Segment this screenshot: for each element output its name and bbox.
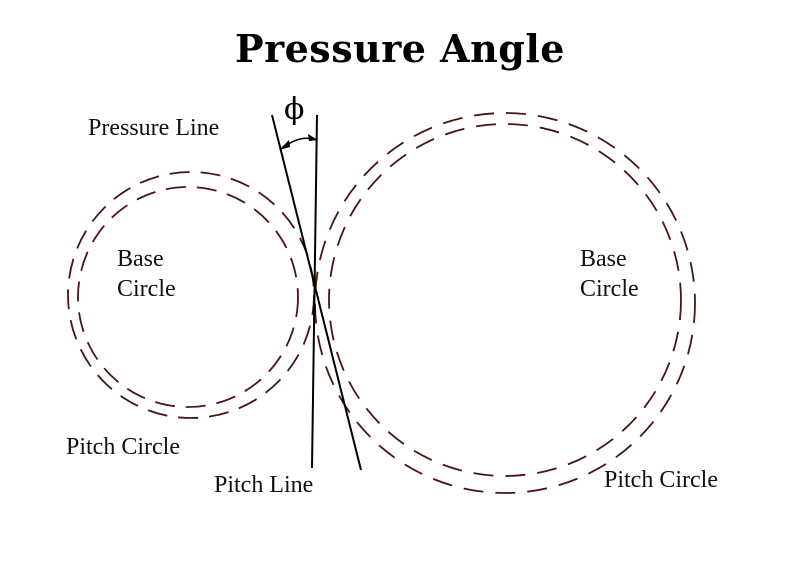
pitch-line [311, 114, 318, 469]
pressure-line-label: Pressure Line [88, 115, 220, 141]
right-pitch-circle [314, 112, 696, 494]
left-base-circle-label-line1: Base [117, 246, 164, 272]
left-pitch-circle-label: Pitch Circle [66, 434, 180, 460]
angle-arrowhead-left [279, 140, 290, 150]
left-pitch-circle [67, 171, 315, 419]
right-base-circle-label-line2: Circle [580, 276, 639, 302]
pressure-line [271, 114, 362, 471]
left-base-circle-label-line2: Circle [117, 276, 176, 302]
right-pitch-circle-label: Pitch Circle [604, 467, 718, 493]
pitch-line-label: Pitch Line [214, 472, 314, 498]
phi-symbol: ϕ [284, 92, 305, 127]
left-base-circle [77, 186, 299, 408]
diagram-title: Pressure Angle [235, 26, 565, 71]
right-base-circle [328, 123, 682, 477]
angle-arrowhead-right [308, 134, 318, 141]
right-base-circle-label-line1: Base [580, 246, 627, 272]
